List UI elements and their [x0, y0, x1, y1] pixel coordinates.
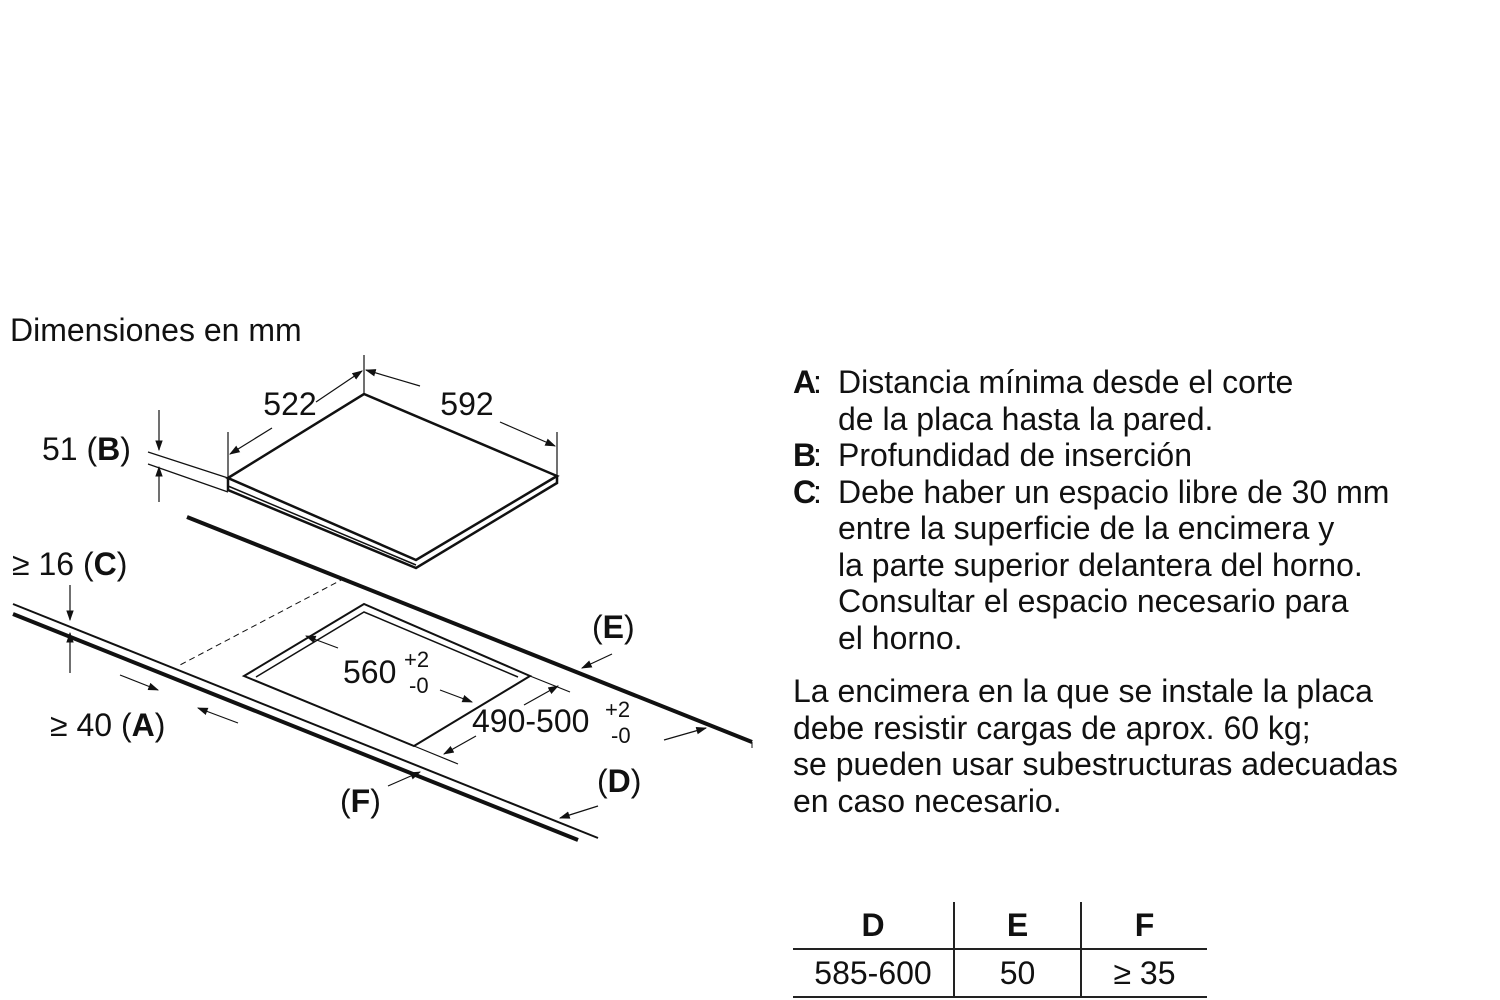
paren-open-f: ( [340, 783, 351, 819]
legend: A: Distancia mínima desde el corte de la… [793, 364, 1493, 656]
legend-colon: : [813, 437, 822, 473]
legend-text-c-2: entre la superficie de la encimera y [838, 510, 1335, 546]
dimension-16-c: ≥ 16 (C) [12, 546, 127, 673]
dimension-label-592: 592 [440, 386, 493, 422]
note-line-3: se pueden usar subestructuras adecuadas [793, 746, 1398, 782]
legend-text-a-2: de la placa hasta la pared. [838, 400, 1214, 437]
table-header-f: F [1080, 902, 1207, 950]
svg-text:560: 560 [343, 654, 396, 690]
table-cell-f: ≥ 35 [1080, 949, 1207, 998]
countertop-front-edge-top [12, 603, 599, 839]
dimension-522: 522 [227, 355, 365, 478]
legend-text-c-3: la parte superior delantera del horno. [838, 546, 1363, 583]
tag-e: E [603, 609, 624, 645]
legend-item-a: A: Distancia mínima desde el corte de la… [793, 364, 1493, 437]
dimension-label-16: ≥ 16 [12, 546, 74, 582]
note-line-2: debe resistir cargas de aprox. 60 kg; [793, 709, 1311, 746]
tolerance-plus-560: +2 [404, 647, 429, 672]
note-line-4: en caso necesario. [793, 782, 1062, 819]
legend-text-c-5: el horno. [838, 619, 963, 656]
tag-c: C [94, 546, 117, 582]
installation-diagram: 522 592 51 (B) 560 +2 -0 [12, 355, 753, 842]
paren-open-d: ( [597, 763, 608, 799]
dimension-label-51: 51 [42, 431, 78, 467]
dimension-490-500: 490-500 +2 -0 [413, 675, 631, 765]
legend-key-c: C [793, 473, 817, 510]
dimension-table: D E F 585-600 50 ≥ 35 [793, 902, 1207, 998]
tolerance-minus-560: -0 [409, 673, 429, 698]
legend-item-c: C: Debe haber un espacio libre de 30 mm … [793, 474, 1493, 657]
legend-text-c-4: Consultar el espacio necesario para [838, 583, 1349, 619]
paren-close-d: ) [631, 763, 642, 799]
svg-text:(E): (E) [592, 609, 635, 645]
legend-text-a-1: Distancia mínima desde el corte [838, 364, 1294, 400]
dimension-d: (D) [558, 727, 753, 819]
countertop-cutout-inner [255, 611, 519, 678]
tolerance-plus-490: +2 [605, 697, 630, 722]
svg-text:(D): (D) [597, 763, 641, 799]
paren-open-c: ( [83, 546, 94, 582]
dimension-label-40: ≥ 40 [50, 707, 112, 743]
legend-text-b-1: Profundidad de inserción [838, 437, 1193, 473]
paren-open-a: ( [121, 707, 132, 743]
tag-f: F [351, 783, 371, 819]
legend-key-a: A [793, 364, 817, 400]
dimension-40-a: ≥ 40 (A) [50, 674, 239, 743]
dimension-e: (E) [581, 609, 635, 669]
tag-d: D [608, 763, 631, 799]
wall-reference-line [179, 577, 346, 666]
legend-colon: : [813, 473, 822, 510]
dimension-51-b: 51 (B) [42, 410, 229, 502]
table-header-d: D [793, 902, 954, 950]
legend-text-c-1: Debe haber un espacio libre de 30 mm [838, 473, 1390, 510]
table-cell-e: 50 [953, 949, 1081, 998]
tag-a: A [132, 707, 155, 743]
svg-text:51 (B): 51 (B) [42, 431, 131, 467]
dimension-label-560: 560 [343, 654, 396, 690]
legend-key-b: B [793, 437, 817, 473]
load-note: La encimera en la que se instale la plac… [793, 673, 1493, 819]
svg-text:≥ 40 (A): ≥ 40 (A) [50, 707, 165, 743]
table-header-e: E [953, 902, 1081, 950]
dimension-f: (F) [340, 771, 421, 819]
hob-thickness-bottom [227, 485, 417, 566]
legend-colon: : [813, 364, 822, 400]
table-row: 585-600 50 ≥ 35 [793, 949, 1207, 998]
dimension-560: 560 +2 -0 [304, 635, 474, 703]
paren-close-e: ) [624, 609, 635, 645]
paren-close-f: ) [370, 783, 381, 819]
paren-open-b: ( [86, 431, 97, 467]
paren-close-c: ) [117, 546, 128, 582]
dimension-592: 592 [364, 369, 558, 476]
countertop-back-edge [186, 515, 753, 744]
tag-b: B [97, 431, 120, 467]
dimension-label-522: 522 [263, 386, 316, 422]
dimension-label-490-500: 490-500 [472, 703, 589, 739]
countertop-front-edge-bottom [12, 612, 579, 842]
legend-item-b: B: Profundidad de inserción [793, 437, 1493, 474]
svg-text:≥ 16 (C): ≥ 16 (C) [12, 546, 127, 582]
svg-text:(F): (F) [340, 783, 381, 819]
paren-close-a: ) [155, 707, 166, 743]
tolerance-minus-490: -0 [611, 723, 631, 748]
paren-close-b: ) [120, 431, 131, 467]
page-title: Dimensiones en mm [10, 312, 302, 348]
table-cell-d: 585-600 [793, 949, 954, 998]
note-line-1: La encimera en la que se instale la plac… [793, 673, 1373, 709]
paren-open-e: ( [592, 609, 603, 645]
